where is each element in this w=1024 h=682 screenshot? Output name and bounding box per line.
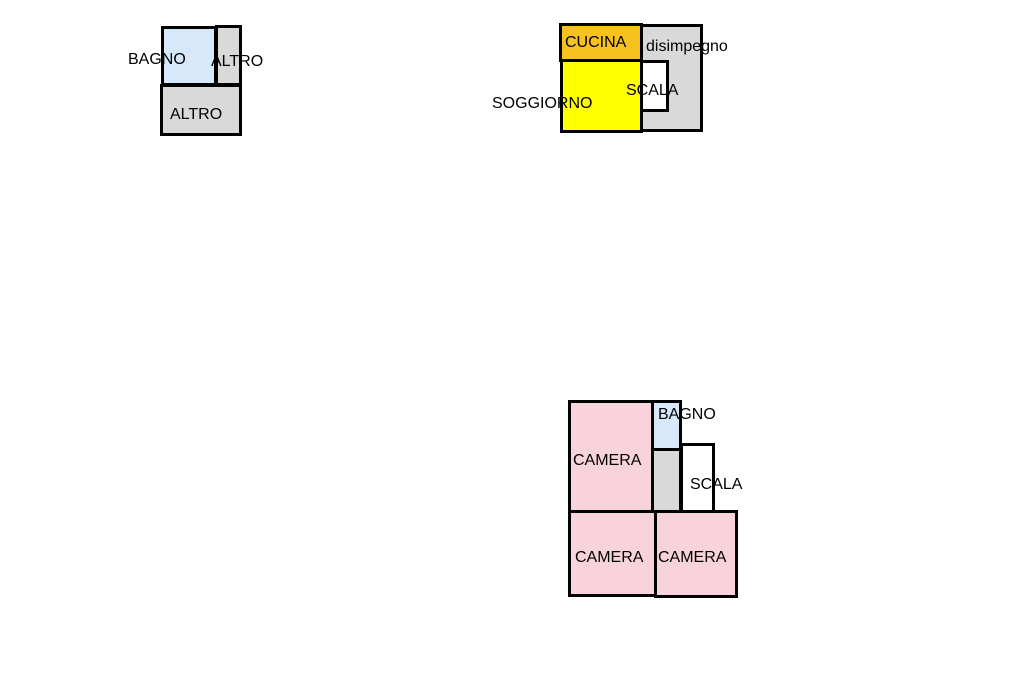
room-scala xyxy=(640,60,669,112)
room-bagno xyxy=(161,26,217,86)
label-camera-bottom-left: CAMERA xyxy=(575,549,644,566)
room-altro-small xyxy=(215,25,242,86)
label-altro-large: ALTRO xyxy=(170,106,223,123)
label-soggiorno: SOGGIORNO xyxy=(492,95,593,112)
label-camera-top: CAMERA xyxy=(573,452,642,469)
label-cucina: CUCINA xyxy=(565,34,627,51)
room-camera-bottom-left xyxy=(568,510,658,597)
label-camera-bottom-right: CAMERA xyxy=(658,549,727,566)
room-camera-bottom-right xyxy=(654,510,738,598)
label-bagno: BAGNO xyxy=(128,51,186,68)
label-altro-small: ALTRO xyxy=(211,53,264,70)
label-disimpegno: disimpegno xyxy=(646,38,728,55)
room-scala xyxy=(680,443,715,514)
room-disimpegno xyxy=(640,24,703,132)
room-corridor xyxy=(651,448,682,514)
label-scala: SCALA xyxy=(690,476,743,493)
room-bagno xyxy=(651,400,682,451)
label-bagno: BAGNO xyxy=(658,406,716,423)
label-scala: SCALA xyxy=(626,82,679,99)
room-altro-large xyxy=(160,84,242,136)
